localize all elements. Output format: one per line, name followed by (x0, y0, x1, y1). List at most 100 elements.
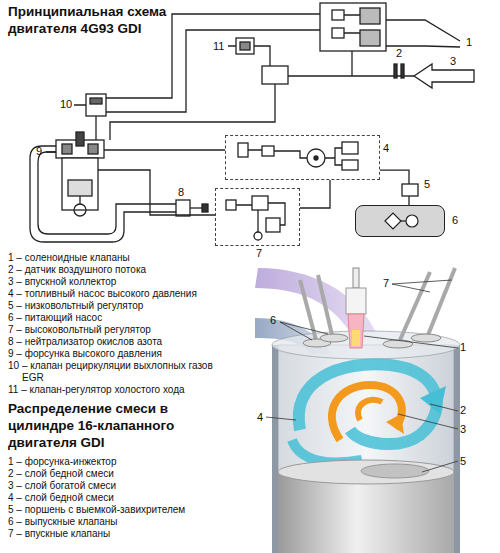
callout-number: 1 (466, 36, 472, 48)
callout-number: 3 (460, 423, 466, 435)
callout-number: 11 (213, 40, 224, 52)
pump-part (238, 143, 248, 157)
regulator-part (226, 200, 236, 210)
cylinder-illustration (255, 268, 460, 553)
legend-line: 5 – низковольтный регулятор (8, 300, 214, 312)
valve-head (383, 340, 413, 348)
callout-number: 1 (460, 341, 466, 353)
wire (228, 46, 270, 66)
callout-number: 7 (256, 247, 262, 259)
callout-number: 6 (270, 314, 276, 326)
legend-line: 11 – клапан-регулятор холостого хода (8, 384, 214, 396)
injector-body (346, 288, 366, 314)
swirl-arrow (386, 414, 404, 434)
wire (190, 207, 202, 208)
legend-line: 1 – соленоидные клапаны (8, 252, 214, 264)
key-line: 1 – форсунка-инжектор (8, 456, 248, 468)
solenoid-valve (360, 8, 380, 24)
pump-group: 4 (225, 135, 380, 180)
regulator-part (266, 218, 280, 232)
fuel-line (380, 170, 409, 205)
nox-catalyst-tip (202, 204, 208, 212)
injector-tip (348, 314, 364, 348)
injector-body (353, 268, 359, 288)
key-line: 4 – слой бедной смеси (8, 492, 248, 504)
intake-line (110, 51, 414, 140)
solenoid-valve (332, 28, 344, 38)
legend-line: 4 – топливный насос высокого давления (8, 288, 214, 300)
fuel-tank: 6 (355, 205, 445, 237)
leader-line (364, 336, 458, 348)
leader-line (392, 280, 452, 292)
swirl-arrow (420, 386, 446, 414)
piston-bowl (361, 464, 429, 478)
leader-line (280, 322, 328, 340)
pump-part (262, 146, 274, 156)
legend-line: 10 – клапан рециркуляции выхлопных газов… (8, 360, 214, 384)
idle-valve (236, 38, 254, 54)
low-voltage-regulator (402, 184, 418, 196)
injector-symbol (76, 132, 84, 146)
regulator-group: 7 (215, 188, 300, 246)
callout-number: 2 (396, 47, 402, 59)
key-line: 3 – слой богатой смеси (8, 480, 248, 492)
callout-number: 2 (460, 404, 466, 416)
key-line: 6 – выпускные клапаны (8, 516, 248, 528)
legend-line: 3 – впускной коллектор (8, 276, 214, 288)
intake-arrow (414, 64, 474, 88)
title: Принципиальная схема двигателя 4G93 GDI (8, 3, 183, 37)
callout-number: 5 (460, 455, 466, 467)
idle-valve-core (240, 42, 250, 50)
key-line: 7 – впускные клапаны (8, 528, 248, 540)
throttle-body (262, 66, 288, 84)
regulator-part (252, 196, 268, 210)
valve-stem (428, 268, 455, 335)
callout-number: 9 (36, 145, 42, 157)
schematic (30, 3, 474, 242)
pump-part (342, 160, 358, 170)
crank-symbol (74, 204, 86, 216)
air-flow-sensor (394, 64, 397, 78)
callout-number: 6 (452, 214, 458, 226)
rich-layer (332, 385, 402, 440)
lean-layer (292, 440, 362, 463)
leader-line (430, 404, 458, 411)
callout-number: 10 (60, 98, 72, 110)
lean-layer (299, 364, 437, 444)
rich-layer (358, 400, 382, 420)
egr-valve-core (90, 98, 102, 104)
egr-valve (86, 94, 106, 116)
cylinder-liner (278, 345, 454, 553)
callout-number: 3 (450, 55, 456, 67)
legend-line: 9 – форсунка высокого давления (8, 348, 214, 360)
key-line: 5 – поршень с выемкой-завихрителем (8, 504, 248, 516)
valve-stem (318, 275, 332, 335)
fuel-line (98, 150, 225, 215)
solenoid-valve (360, 30, 380, 46)
wire (401, 220, 406, 221)
solenoid-valve (332, 10, 344, 20)
feed-pump-symbol (385, 213, 401, 229)
key-line: 2 – слой бедной смеси (8, 468, 248, 480)
cylinder-wall (454, 345, 460, 553)
wire (236, 203, 285, 232)
callout-number: 8 (178, 186, 184, 198)
leader-line (266, 417, 296, 420)
callout-number: 4 (257, 411, 263, 423)
wire (46, 152, 80, 204)
callout-number: 5 (424, 178, 430, 190)
air-flow-sensor (401, 64, 404, 78)
legend-line: 8 – нейтрализатор окислов азота (8, 336, 214, 348)
nox-catalyst (176, 200, 190, 216)
combustion-chamber (272, 331, 460, 359)
wire (248, 148, 342, 165)
valve-head (320, 334, 348, 342)
legend-line: 6 – питающий насос (8, 312, 214, 324)
pump-symbol (307, 149, 325, 167)
callout-number: 7 (383, 277, 389, 289)
pump-symbol (314, 156, 318, 160)
leader-lines (266, 280, 458, 472)
